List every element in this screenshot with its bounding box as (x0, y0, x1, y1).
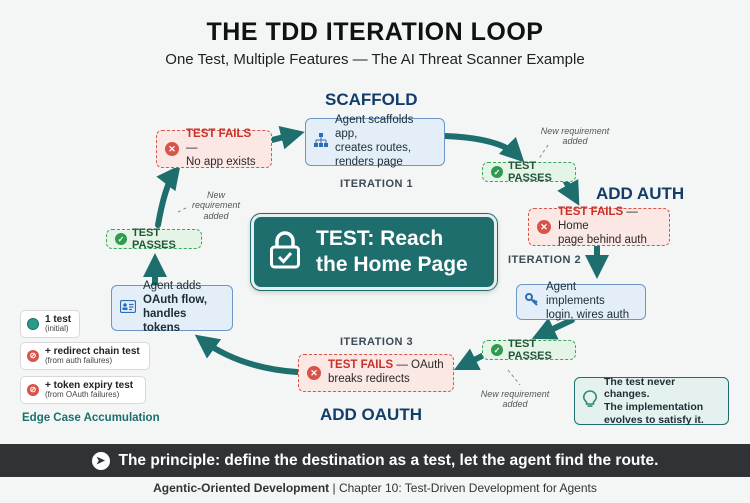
arrow-pass2-fail3 (453, 348, 485, 371)
arrow-fail1-agent1 (269, 125, 305, 150)
footer: Agentic-Oriented Development | Chapter 1… (153, 481, 597, 495)
arrow-pass1-fail2 (557, 177, 580, 206)
fail-x-icon: ✕ (307, 366, 321, 380)
arrow-pass3-fail1 (155, 164, 181, 228)
center-line-2: the Home Page (316, 253, 468, 276)
node-test-passes-3: ✓TEST PASSES (106, 227, 202, 251)
principle-banner: ➤ The principle: define the destination … (0, 444, 750, 477)
check-icon: ✓ (491, 166, 503, 178)
center-test-box: TEST: Reach the Home Page (250, 213, 498, 291)
teal-dot-icon (27, 318, 39, 330)
legend-item-initial: 1 test(initial) (20, 310, 80, 338)
stage-add-oauth: ADD OAUTH (320, 405, 422, 424)
node-test-passes-2: ✓TEST PASSES (482, 338, 576, 362)
center-line-1: TEST: Reach (316, 226, 444, 250)
principle-callout: The test never changes.The implementatio… (574, 376, 729, 426)
page-title: THE TDD ITERATION LOOP (206, 18, 544, 46)
note2-connector (177, 207, 187, 213)
fail-x-icon: ✕ (537, 220, 551, 234)
id-card-icon (119, 299, 137, 317)
blocked-icon: ⊘ (27, 384, 39, 396)
arrow-agent1-pass1 (442, 133, 525, 163)
legend-title: Edge Case Accumulation (22, 412, 160, 424)
fail-x-icon: ✕ (165, 142, 179, 156)
note1-connector (537, 144, 549, 161)
arrow-fail3-agent3 (194, 334, 300, 375)
lock-check-icon (270, 230, 300, 274)
node-test-fails-no-app: ✕ TEST FAILS —No app exists (156, 128, 272, 168)
arrow-agent2-pass2 (531, 317, 575, 340)
legend-item-redirect-chain: ⊘ + redirect chain test(from auth failur… (20, 342, 150, 370)
stage-scaffold: SCAFFOLD (325, 90, 418, 109)
note3-connector (507, 369, 521, 386)
key-icon (525, 293, 539, 311)
check-icon: ✓ (491, 344, 503, 356)
compass-icon: ➤ (91, 451, 110, 470)
node-agent-scaffolds: Agent scaffolds app,creates routes,rende… (305, 114, 445, 168)
blocked-icon: ⊘ (27, 350, 39, 362)
sitemap-icon (314, 133, 328, 151)
node-test-passes-1: ✓TEST PASSES (482, 160, 576, 184)
legend-item-token-expiry: ⊘ + token expiry test(from OAuth failure… (20, 376, 146, 404)
page-subtitle: One Test, Multiple Features — The AI Thr… (165, 51, 585, 68)
iteration-2-label: ITERATION 2 (508, 254, 582, 266)
lightbulb-icon (583, 389, 597, 413)
iteration-3-label: ITERATION 3 (340, 336, 414, 348)
stage-add-auth: ADD AUTH (596, 184, 685, 203)
iteration-1-label: ITERATION 1 (340, 178, 414, 190)
check-icon: ✓ (115, 233, 127, 245)
